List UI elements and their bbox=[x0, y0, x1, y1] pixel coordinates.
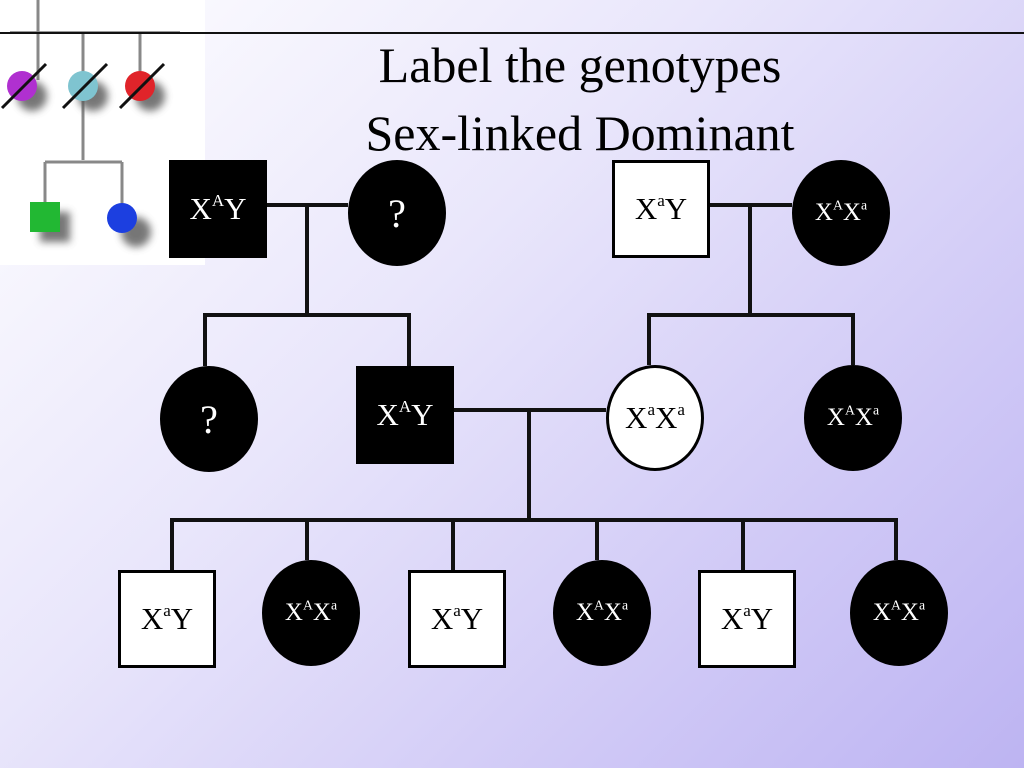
title-rule bbox=[0, 32, 1024, 34]
page-title-line2: Sex-linked Dominant bbox=[365, 105, 795, 161]
gen3-child-6-affected-female: XAXa bbox=[850, 560, 948, 666]
gen1-left-mother-affected-female: ? bbox=[348, 160, 446, 266]
gen3-child-1-unaffected-male: XaY bbox=[118, 570, 216, 668]
gen3-child-3-unaffected-male: XaY bbox=[408, 570, 506, 668]
decorative-pedigree-logo bbox=[0, 0, 205, 265]
gen2-daughter-affected-female: ? bbox=[160, 366, 258, 472]
gen2-wife-unaffected-female: XaXa bbox=[606, 365, 704, 471]
gen2-son-affected-male: XAY bbox=[356, 366, 454, 464]
gen1-right-mother-affected-female: XAXa bbox=[792, 160, 890, 266]
unknown-genotype-label: ? bbox=[388, 190, 406, 236]
gen1-right-father-unaffected-male: XaY bbox=[612, 160, 710, 258]
gen3-child-5-unaffected-male: XaY bbox=[698, 570, 796, 668]
gen3-child-4-affected-female: XAXa bbox=[553, 560, 651, 666]
unknown-genotype-label: ? bbox=[200, 396, 218, 442]
page-title-line1: Label the genotypes bbox=[378, 37, 782, 93]
blue-circle-icon bbox=[107, 203, 137, 233]
green-square-icon bbox=[30, 202, 60, 232]
gen2-sister-affected-female: XAXa bbox=[804, 365, 902, 471]
gen1-left-father-affected-male: XAY bbox=[169, 160, 267, 258]
gen3-child-2-affected-female: XAXa bbox=[262, 560, 360, 666]
